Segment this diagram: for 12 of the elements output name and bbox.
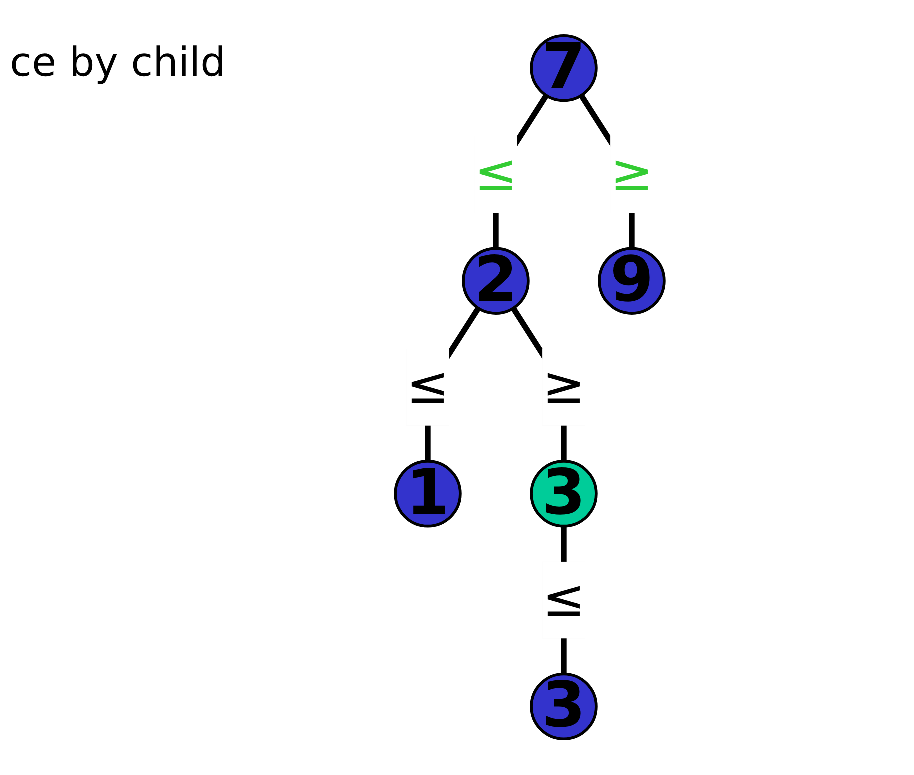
node-circle: 3 [530,460,598,528]
edge-label: ≥ [610,144,654,204]
edge-label: ≤ [406,358,450,416]
node-circle: 7 [530,34,598,102]
edge-label: ≥ [542,358,586,416]
edge-label: ≤ [474,144,518,204]
node-circle: 2 [462,247,530,315]
node-circle: 3 [530,672,598,741]
edge-label: ≤ [542,570,586,629]
node-circle: 9 [598,247,666,315]
node-circle: 1 [394,460,462,528]
heading-text: ce by child [10,40,226,86]
